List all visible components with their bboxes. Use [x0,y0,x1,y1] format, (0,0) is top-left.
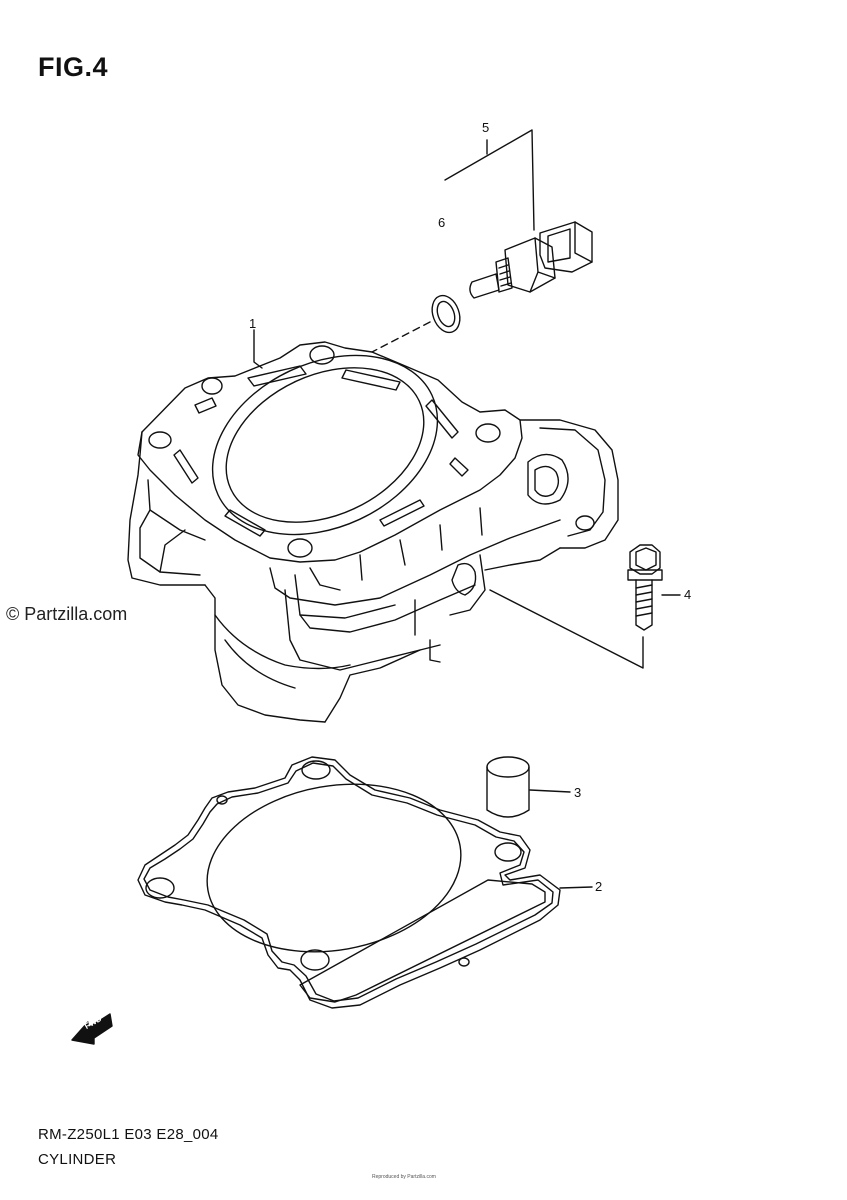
sensor-part [470,222,592,298]
leader-2 [560,887,592,888]
leader-1 [254,330,262,368]
callout-3: 3 [574,785,582,800]
cylinder-part [128,321,618,722]
leader-5 [445,130,534,230]
washer-assembly-line [372,322,430,352]
diagram-name: CYLINDER [38,1151,117,1168]
callout-4: 4 [684,587,692,602]
callout-2: 2 [595,879,603,894]
bolt-part [628,545,662,630]
gasket-part [138,757,560,1008]
copyright-note: Reproduced by Partzilla.com [372,1174,436,1180]
callout-6: 6 [438,215,446,230]
leader-3 [530,790,570,792]
figure-title: FIG.4 [38,52,109,82]
watermark-text: © Partzilla.com [6,604,128,624]
bolt-assembly-line [490,590,643,668]
callout-5: 5 [482,120,490,135]
callout-1: 1 [249,316,257,331]
washer-part [427,292,464,337]
diagram-code: RM-Z250L1 E03 E28_004 [38,1126,219,1143]
forward-arrow-icon [72,1014,112,1044]
dowel-pin-part [487,757,529,817]
